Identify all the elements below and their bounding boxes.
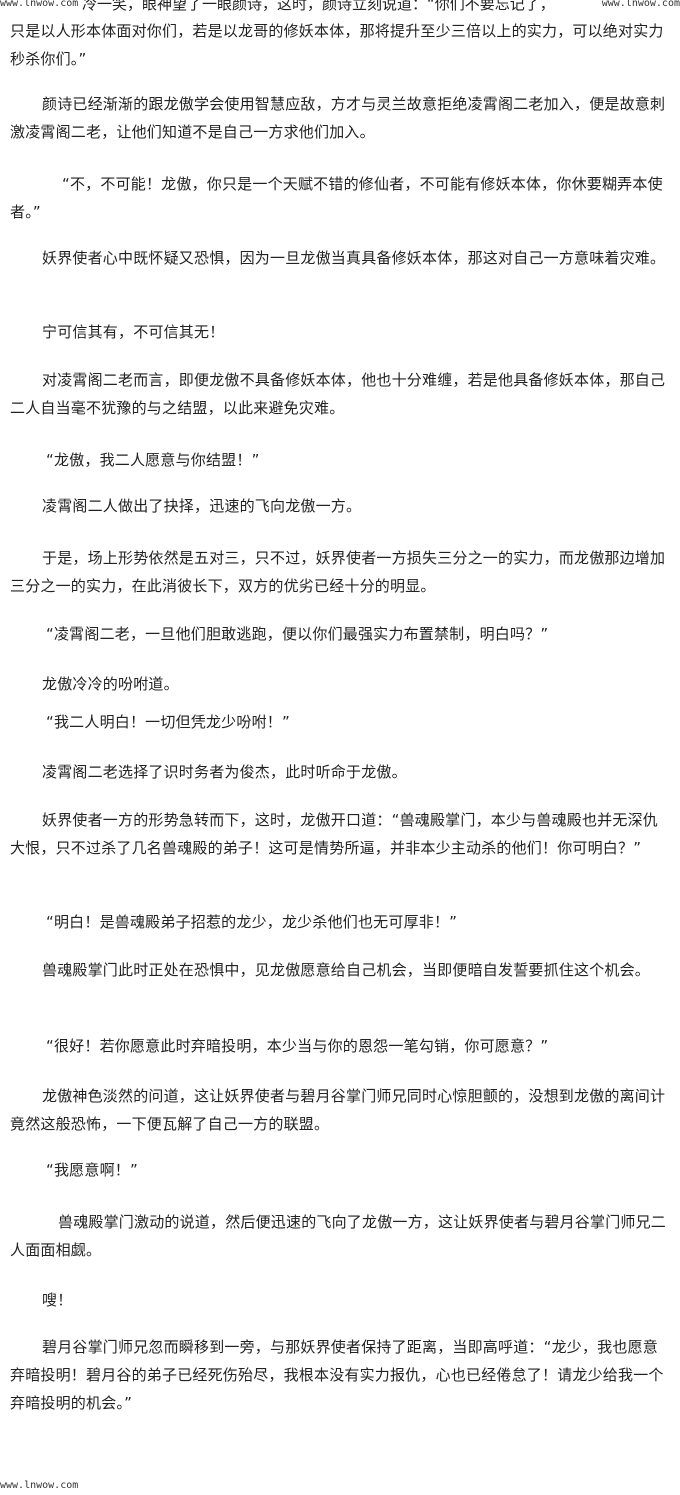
paragraph: 妖界使者心中既怀疑又恐惧，因为一旦龙傲当真具备修妖本体，那这对自己一方意味着灾难… — [42, 249, 666, 267]
paragraph: 凌霄阁二老选择了识时务者为俊杰，此时听命于龙傲。 — [42, 763, 407, 781]
paragraph: 宁可信其有，不可信其无！ — [42, 323, 225, 341]
paragraph: 凌霄阁二人做出了抉择，迅速的飞向龙傲一方。 — [42, 497, 362, 515]
paragraph: 嗖！ — [42, 1291, 73, 1309]
paragraph: 兽魂殿掌门激动的说道，然后便迅速的飞向了龙傲一方，这让妖界使者与碧月谷掌门师兄二… — [10, 1213, 667, 1259]
paragraph: “凌霄阁二老，一旦他们胆敢逃跑，便以你们最强实力布置禁制，明白吗？” — [46, 625, 549, 643]
watermark-top-left: www.lnwow.com — [0, 0, 79, 9]
paragraph: 兽魂殿掌门此时正处在恐惧中，见龙傲愿意给自己机会，当即便暗自发誓要抓住这个机会。 — [42, 961, 651, 979]
paragraph: 妖界使者一方的形势急转而下，这时，龙傲开口道：“兽魂殿掌门，本少与兽魂殿也并无深… — [10, 811, 658, 857]
paragraph: 龙傲冷冷的吩咐道。 — [42, 675, 179, 693]
paragraph: “我二人明白！一切但凭龙少吩咐！” — [46, 713, 290, 731]
paragraph: “很好！若你愿意此时弃暗投明，本少当与你的恩怨一笔勾销，你可愿意？” — [46, 1037, 549, 1055]
watermark-bottom-left: www.lnwow.com — [0, 1480, 79, 1491]
paragraph: “我愿意啊！” — [46, 1161, 138, 1179]
paragraph: 对凌霄阁二老而言，即便龙傲不具备修妖本体，他也十分难缠，若是他具备修妖本体，那自… — [10, 371, 666, 417]
cut-off-line: 冷一笑，眼神望了一眼颜诗，这时，颜诗立刻说道：“你们不要忘记了， — [82, 0, 555, 13]
paragraph: 只是以人形本体面对你们，若是以龙哥的修妖本体，那将提升至少三倍以上的实力，可以绝… — [10, 22, 664, 68]
paragraph: 于是，场上形势依然是五对三，只不过，妖界使者一方损失三分之一的实力，而龙傲那边增… — [10, 549, 666, 595]
paragraph: 龙傲神色淡然的问道，这让妖界使者与碧月谷掌门师兄同时心惊胆颤的，没想到龙傲的离间… — [10, 1087, 666, 1133]
paragraph: “不，不可能！龙傲，你只是一个天赋不错的修仙者，不可能有修妖本体，你休要糊弄本使… — [10, 175, 663, 221]
paragraph: “明白！是兽魂殿弟子招惹的龙少，龙少杀他们也无可厚非！” — [46, 913, 458, 931]
paragraph: 颜诗已经渐渐的跟龙傲学会使用智慧应敌，方才与灵兰故意拒绝凌霄阁二老加入，便是故意… — [10, 95, 666, 141]
watermark-top-right: www.lnwow.com — [601, 0, 680, 9]
paragraph: “龙傲，我二人愿意与你结盟！” — [46, 451, 260, 469]
paragraph: 碧月谷掌门师兄忽而瞬移到一旁，与那妖界使者保持了距离，当即高呼道：“龙少，我也愿… — [10, 1338, 664, 1412]
